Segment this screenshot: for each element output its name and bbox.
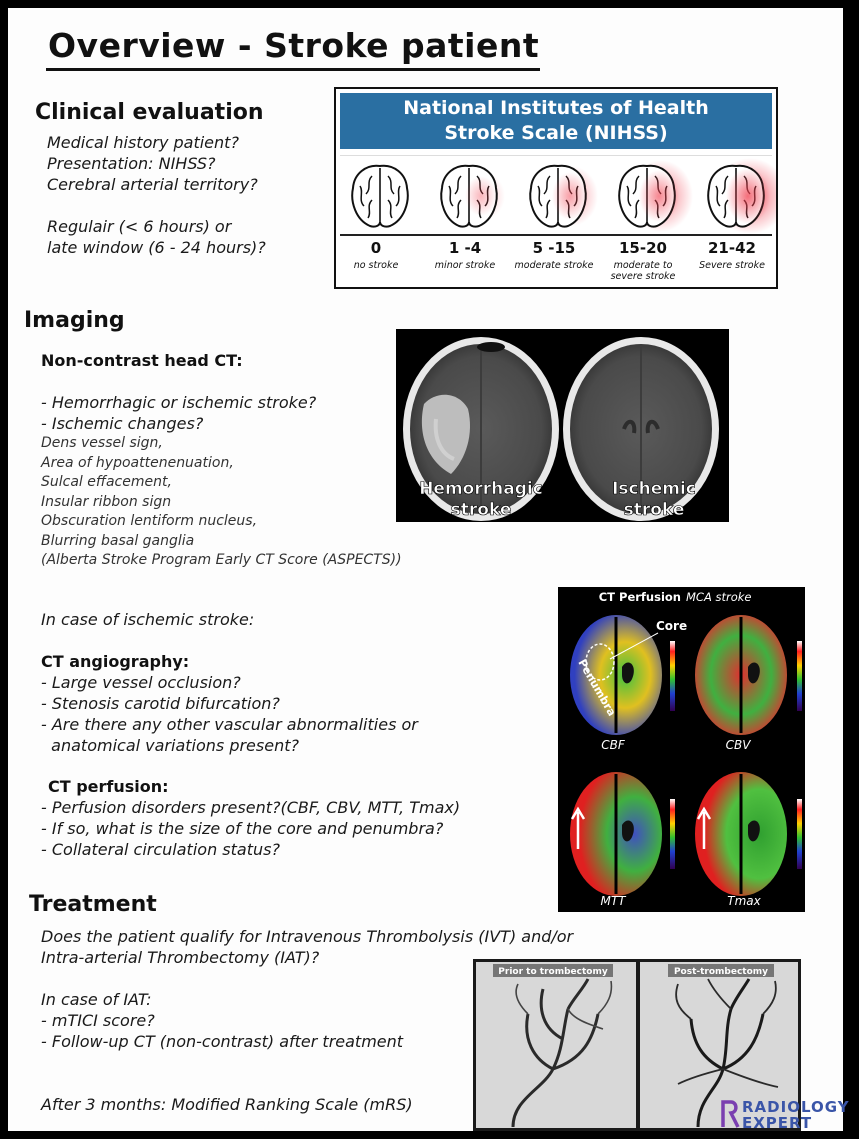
nihss-header: National Institutes of Health Stroke Sca…: [340, 93, 772, 149]
nihss-score: 0: [370, 239, 382, 257]
nihss-score: 15-20: [619, 239, 667, 257]
ct-perfusion-drawing: CT Perfusion MCA stroke Core Penumbra CB…: [570, 590, 802, 908]
treatment-list: Does the patient qualify for Intravenous…: [41, 926, 573, 1115]
nihss-cell: 15-20 moderate to severe stroke: [599, 239, 687, 282]
clinical-line: Presentation: NIHSS?: [47, 154, 216, 173]
nihss-score: 5 -15: [532, 239, 576, 257]
sign-item: Blurring basal ganglia: [41, 532, 195, 549]
clinical-line: late window (6 - 24 hours)?: [47, 238, 266, 257]
treatment-line: Does the patient qualify for Intravenous…: [41, 927, 574, 946]
ctp-list: - Perfusion disorders present?(CBF, CBV,…: [41, 797, 460, 860]
treatment-line: After 3 months: Modified Ranking Scale (…: [41, 1095, 413, 1114]
nihss-score: 1 -4: [448, 239, 482, 257]
imaging-heading: Imaging: [24, 308, 125, 333]
sign-item: (Alberta Stroke Program Early CT Score (…: [41, 552, 402, 568]
cta-list: - Large vessel occlusion? - Stenosis car…: [41, 672, 418, 756]
nihss-label: moderate stroke: [514, 260, 594, 271]
nihss-label: no stroke: [353, 260, 399, 271]
cta-line: - Stenosis carotid bifurcation?: [41, 694, 280, 713]
clinical-line: Medical history patient?: [47, 133, 239, 152]
treatment-line: Intra-arterial Thrombectomy (IAT)?: [41, 948, 320, 967]
cta-line: anatomical variations present?: [41, 736, 299, 755]
ischemic-intro: In case of ischemic stroke:: [41, 610, 255, 629]
overview-sheet: Overview - Stroke patient Clinical evalu…: [8, 8, 849, 1132]
ct-label-left-2: stroke: [451, 500, 512, 520]
nihss-panel: National Institutes of Health Stroke Sca…: [332, 87, 788, 289]
logo-line2: EXPERT: [742, 1114, 813, 1132]
clinical-line: [47, 195, 266, 216]
ctp-heading: CT perfusion:: [48, 777, 169, 796]
ischemic-signs-list: Dens vessel sign, Area of hypoattenenuat…: [41, 434, 402, 571]
clinical-list: Medical history patient? Presentation: N…: [47, 132, 266, 258]
sign-item: Obscuration lentiform nucleus,: [41, 513, 258, 529]
ct-perfusion-image: CT Perfusion MCA stroke Core Penumbra CB…: [558, 587, 805, 912]
map-label-mtt: MTT: [600, 894, 627, 908]
ncct-line: - Hemorrhagic or ischemic stroke?: [41, 393, 317, 412]
perfusion-subtitle: MCA stroke: [686, 590, 751, 604]
cta-heading: CT angiography:: [41, 652, 190, 671]
clinical-line: Cerebral arterial territory?: [47, 175, 258, 194]
sign-item: Sulcal effacement,: [41, 474, 172, 490]
map-label-cbf: CBF: [601, 738, 626, 752]
treatment-line: - mTICI score?: [41, 1011, 155, 1030]
ctp-line: - If so, what is the size of the core an…: [41, 819, 444, 838]
angio-label-after: Post-trombectomy: [674, 967, 768, 977]
core-label: Core: [656, 619, 687, 633]
ct-label-right-1: Ischemic: [612, 479, 696, 499]
page-title: Overview - Stroke patient: [48, 26, 540, 65]
ct-scans-drawing: Hemorrhagic stroke Ischemic stroke: [403, 337, 719, 521]
angio-drawing: Prior to trombectomy Post-trombectomy: [476, 962, 798, 1128]
angio-label-before: Prior to trombectomy: [498, 967, 608, 977]
ctp-line: - Perfusion disorders present?(CBF, CBV,…: [41, 798, 461, 817]
sign-item: Area of hypoattenenuation,: [41, 454, 234, 471]
sign-item: Dens vessel sign,: [41, 435, 163, 451]
nihss-cell: 21-42 Severe stroke: [688, 239, 776, 271]
ncct-list: - Hemorrhagic or ischemic stroke? - Isch…: [41, 392, 316, 434]
sign-item: Insular ribbon sign: [41, 493, 172, 510]
ct-label-left-1: Hemorrhagic: [419, 479, 543, 499]
nihss-label: moderate to severe stroke: [610, 260, 676, 282]
nihss-title-line1: National Institutes of Health: [403, 97, 709, 119]
thrombectomy-angio-image: Prior to trombectomy Post-trombectomy: [473, 959, 801, 1131]
logo-r-icon: [721, 1100, 740, 1128]
radiology-expert-logo: RADIOLOGY EXPERT: [720, 1097, 849, 1132]
ncct-line: - Ischemic changes?: [41, 414, 204, 433]
clinical-line: Regulair (< 6 hours) or: [47, 217, 232, 236]
nihss-title-line2: Stroke Scale (NIHSS): [444, 122, 668, 144]
clinical-heading: Clinical evaluation: [35, 100, 264, 125]
ctp-line: - Collateral circulation status?: [41, 840, 280, 859]
nihss-label: minor stroke: [434, 260, 496, 271]
logo-line1: RADIOLOGY: [742, 1098, 850, 1116]
nihss-label: Severe stroke: [699, 260, 765, 271]
treatment-heading: Treatment: [29, 892, 157, 917]
ct-label-right-2: stroke: [624, 500, 685, 520]
cta-line: - Large vessel occlusion?: [41, 673, 241, 692]
ncct-heading: Non-contrast head CT:: [41, 351, 243, 370]
nihss-brain-strip: [340, 155, 788, 236]
map-label-tmax: Tmax: [727, 894, 761, 908]
cta-line: - Are there any other vascular abnormali…: [41, 715, 418, 734]
treatment-line: - Follow-up CT (non-contrast) after trea…: [41, 1032, 404, 1051]
nihss-cell: 0 no stroke: [332, 239, 420, 271]
nihss-cell: 5 -15 moderate stroke: [510, 239, 598, 271]
nihss-cell: 1 -4 minor stroke: [421, 239, 509, 271]
perfusion-title: CT Perfusion: [599, 590, 681, 604]
treatment-line: In case of IAT:: [41, 990, 152, 1009]
map-label-cbv: CBV: [726, 738, 752, 752]
nihss-score: 21-42: [708, 239, 756, 257]
nihss-brains: [351, 158, 788, 234]
ct-scans-image: Hemorrhagic stroke Ischemic stroke: [396, 329, 729, 522]
title-underline: [46, 68, 540, 71]
